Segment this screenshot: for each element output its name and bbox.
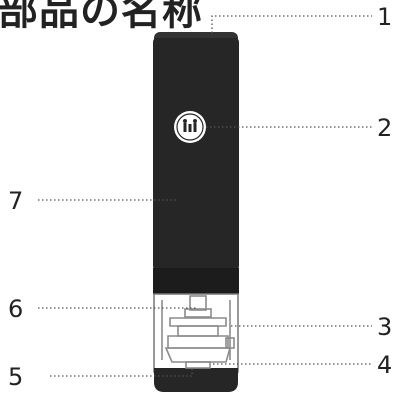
leader-1 bbox=[211, 15, 372, 33]
grinding-mechanism bbox=[161, 295, 235, 369]
callout-4: 4 bbox=[377, 351, 393, 379]
callout-7: 7 bbox=[8, 187, 24, 215]
callout-5: 5 bbox=[8, 363, 24, 391]
page-title: 部品の名称 bbox=[0, 0, 203, 34]
grinder-collar bbox=[153, 268, 239, 294]
callout-6: 6 bbox=[8, 295, 24, 323]
callout-1: 1 bbox=[377, 3, 393, 31]
leader-lines bbox=[38, 15, 372, 377]
callout-3: 3 bbox=[377, 313, 393, 341]
grinder-main-body bbox=[153, 38, 239, 270]
callout-2: 2 bbox=[377, 114, 393, 142]
grinder-base bbox=[154, 368, 238, 392]
grinder-window bbox=[153, 293, 239, 373]
logo-badge bbox=[174, 111, 206, 143]
